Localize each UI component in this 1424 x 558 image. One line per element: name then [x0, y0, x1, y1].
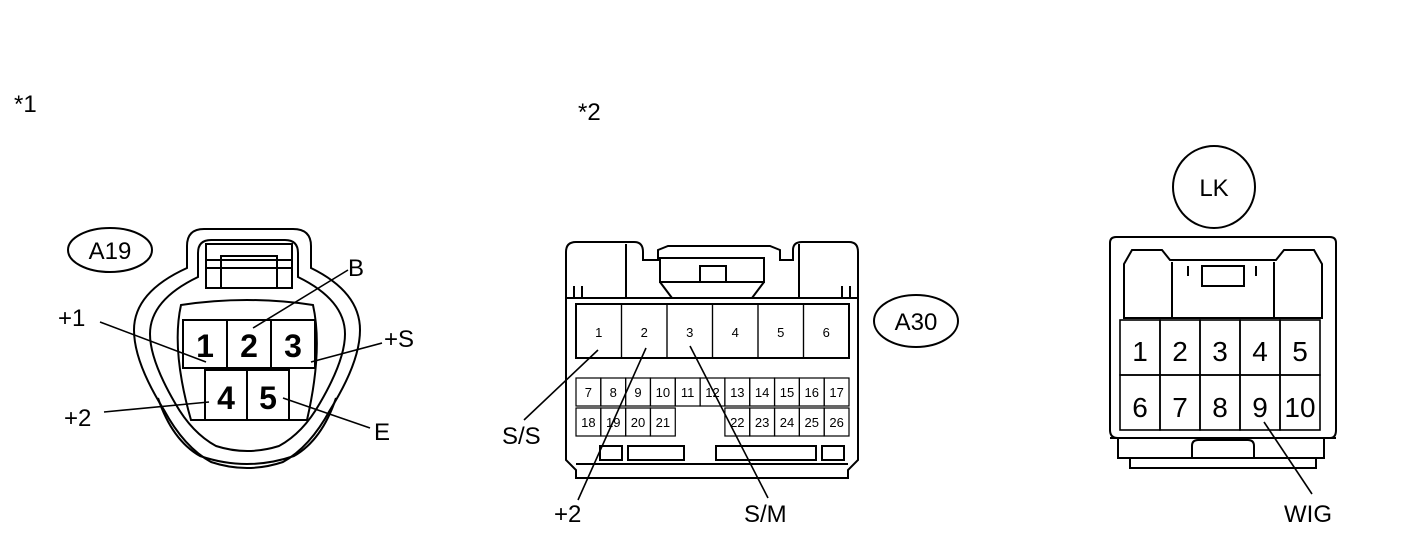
lk-pin-8-label: 8 — [1212, 392, 1228, 423]
lk-pin-10 — [1279, 374, 1321, 431]
a30-callout-ss: S/S — [502, 423, 541, 450]
connector-a30-body — [565, 241, 859, 479]
a19-callout-plus-s: +S — [384, 326, 414, 353]
lk-pin-10-label: 10 — [1284, 392, 1315, 423]
lk-code-circle — [1172, 145, 1256, 229]
a30-pin-18-label: 18 — [581, 415, 595, 430]
a30-pin-13-label: 13 — [730, 385, 744, 400]
a30-pin-10-label: 10 — [656, 385, 670, 400]
a30-pin-22-label: 22 — [730, 415, 744, 430]
a30-pin-3-label: 3 — [686, 325, 693, 340]
a30-pin-2-label: 2 — [641, 325, 648, 340]
lk-pin-4-label: 4 — [1252, 336, 1268, 367]
a30-pin-21-label: 21 — [656, 415, 670, 430]
a30-code-oval — [873, 294, 959, 348]
lk-pin-9-label: 9 — [1252, 392, 1268, 423]
a30-callout-sm: S/M — [744, 501, 787, 528]
a30-pin-1-label: 1 — [595, 325, 602, 340]
lk-pin-6-label: 6 — [1132, 392, 1148, 423]
a19-leader-lines — [99, 269, 383, 429]
a30-pin-17 — [823, 377, 850, 407]
a30-pin-26-label: 26 — [829, 415, 843, 430]
lk-callout-wig: WIG — [1284, 501, 1332, 528]
a30-pin-6 — [802, 303, 850, 359]
a19-pin-label-4: 4 — [217, 380, 235, 416]
a19-callout-b: B — [348, 255, 364, 282]
a19-pin-3 — [270, 319, 316, 369]
connector1-marker: *1 — [14, 91, 37, 118]
a30-pin-14-label: 14 — [755, 385, 769, 400]
a30-pin-9-label: 9 — [634, 385, 641, 400]
a30-pin-17-label: 17 — [829, 385, 843, 400]
a30-pin-12-label: 12 — [705, 385, 719, 400]
a30-pin-15-label: 15 — [780, 385, 794, 400]
a30-pin-20-label: 20 — [631, 415, 645, 430]
a30-pin-7-label: 7 — [585, 385, 592, 400]
a19-pin-5 — [246, 369, 290, 421]
a30-pin-4-label: 4 — [732, 325, 739, 340]
a30-pin-11-label: 11 — [681, 385, 695, 400]
a30-pin-19-label: 19 — [606, 415, 620, 430]
connector2-marker: *2 — [578, 99, 601, 126]
a30-pin-21 — [649, 407, 676, 437]
connector-lk-body — [1109, 236, 1337, 469]
a19-callout-e: E — [374, 419, 390, 446]
connector-a19-body — [132, 228, 362, 469]
lk-code-label: LK — [1199, 175, 1228, 202]
a30-leader-lines — [523, 345, 769, 501]
a30-pin-24-label: 24 — [780, 415, 794, 430]
a30-pin-25-label: 25 — [805, 415, 819, 430]
lk-pin-7-label: 7 — [1172, 392, 1188, 423]
a19-callout-plus2: +2 — [64, 405, 91, 432]
lk-pin-2-label: 2 — [1172, 336, 1188, 367]
a30-pin-23-label: 23 — [755, 415, 769, 430]
lk-pin-1-label: 1 — [1132, 336, 1148, 367]
lk-leader-lines — [1263, 421, 1313, 495]
a30-callout-plus2: +2 — [554, 501, 581, 528]
a19-pin-label-3: 3 — [284, 328, 302, 364]
a30-pin-26 — [823, 407, 850, 437]
a30-pin-16-label: 16 — [805, 385, 819, 400]
a19-code-label: A19 — [89, 238, 132, 265]
a30-pin-8-label: 8 — [610, 385, 617, 400]
a30-pin-5-label: 5 — [777, 325, 784, 340]
lk-pin-3-label: 3 — [1212, 336, 1228, 367]
a30-code-label: A30 — [895, 309, 938, 336]
a19-pin-label-5: 5 — [259, 380, 277, 416]
a30-pin-6-label: 6 — [823, 325, 830, 340]
a19-callout-plus1: +1 — [58, 305, 85, 332]
a19-code-oval — [67, 227, 153, 273]
a19-pin-label-2: 2 — [240, 328, 258, 364]
lk-pin-5-label: 5 — [1292, 336, 1308, 367]
a19-pin-label-1: 1 — [196, 328, 214, 364]
